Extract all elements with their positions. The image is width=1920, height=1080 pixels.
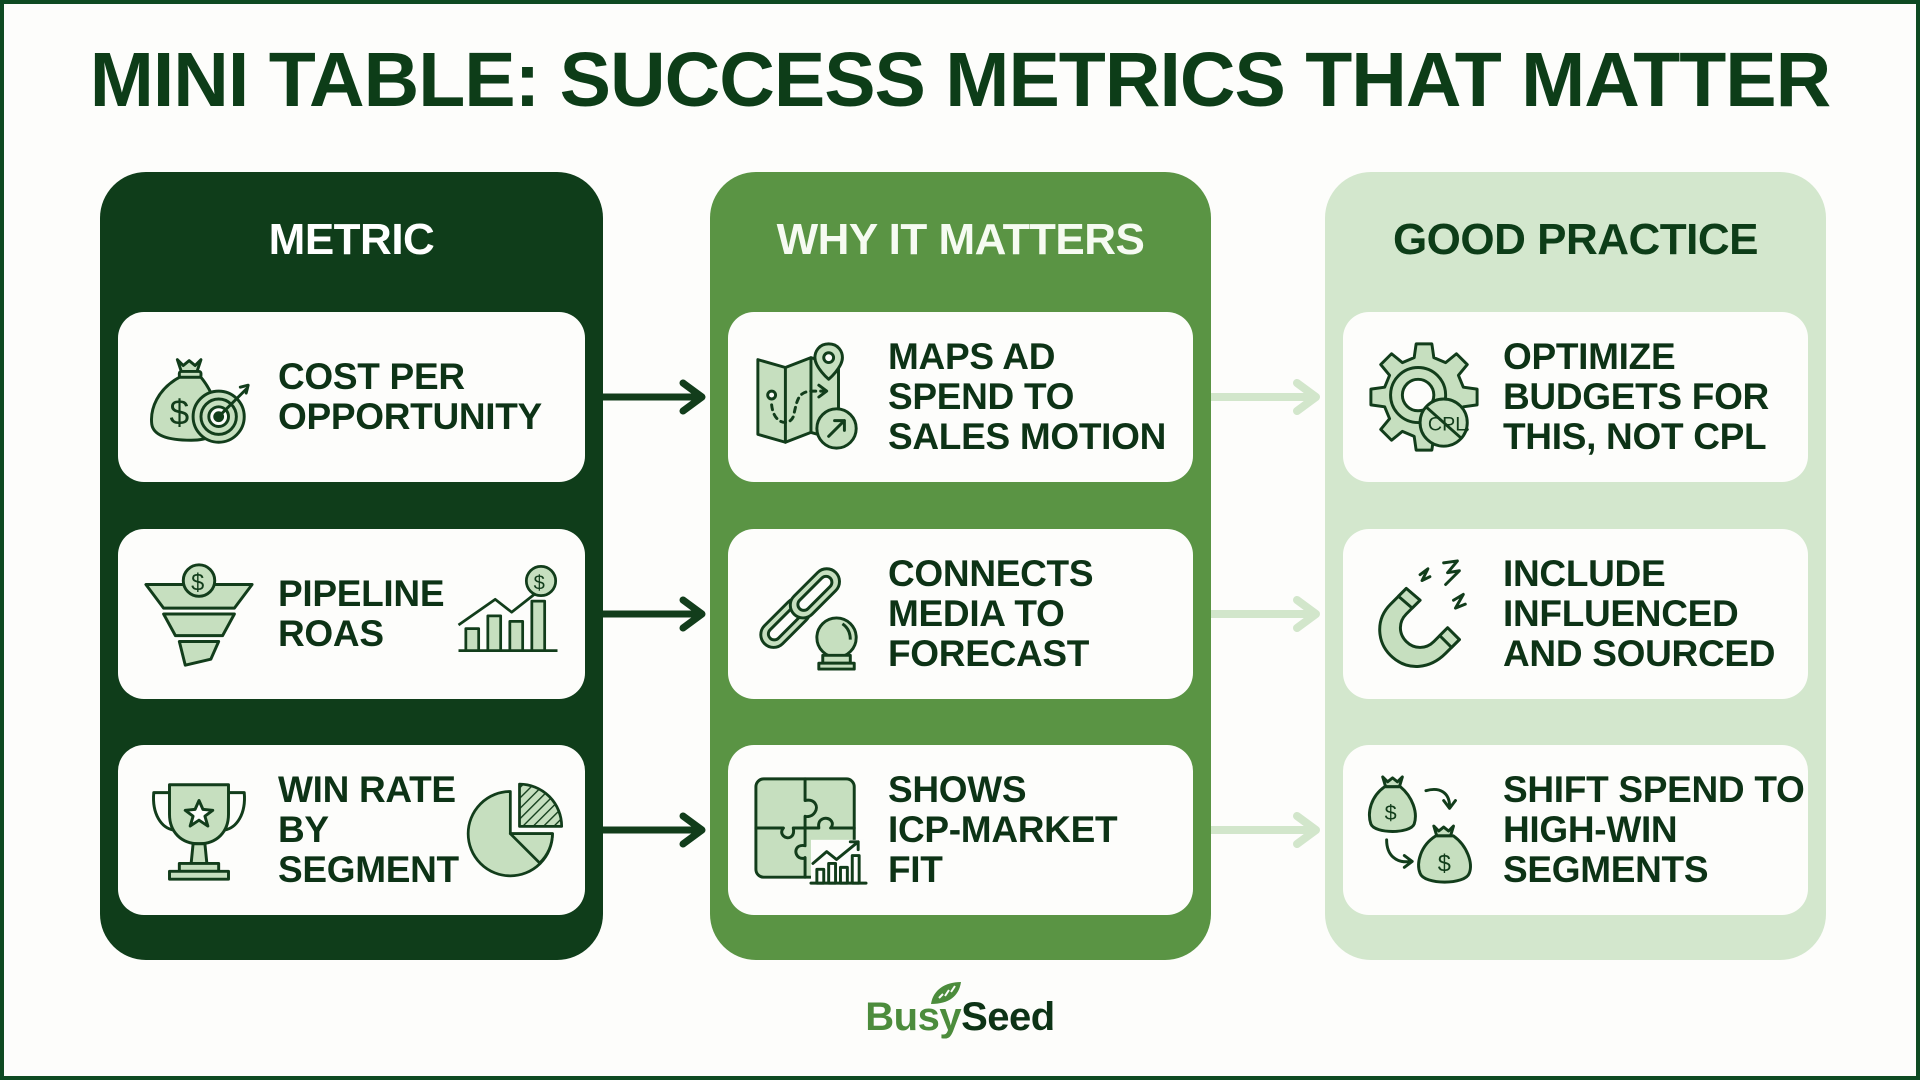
svg-text:$: $: [1438, 851, 1451, 877]
page-title: MINI TABLE: SUCCESS METRICS THAT MATTER: [89, 37, 1831, 123]
why-card-connects-media: CONNECTS MEDIA TO FORECAST: [728, 529, 1193, 699]
metric-text: PIPELINE ROAS: [278, 573, 445, 654]
why-text: MAPS AD SPEND TO SALES MOTION: [888, 336, 1167, 457]
metric-card-pipeline-roas: $ PIPELINE ROAS $: [118, 529, 585, 699]
column-header-good-practice: GOOD PRACTICE: [1392, 215, 1759, 264]
chain-link-crystal-ball-icon: [750, 555, 868, 673]
arrow-row1-metric-to-why: [603, 377, 710, 417]
practice-text: SHIFT SPEND TO HIGH-WIN SEGMENTS: [1503, 769, 1805, 890]
why-text: SHOWS ICP-MARKET FIT: [888, 769, 1118, 890]
arrow-row3-why-to-practice: [1211, 810, 1325, 850]
pie-chart-icon: [459, 775, 569, 885]
svg-text:$: $: [534, 572, 545, 594]
trophy-icon: [140, 771, 258, 889]
metric-text: WIN RATE BY SEGMENT: [278, 769, 459, 890]
practice-text: OPTIMIZE BUDGETS FOR THIS, NOT CPL: [1503, 336, 1769, 457]
arrow-row2-why-to-practice: [1211, 594, 1325, 634]
magnet-icon: [1365, 555, 1483, 673]
logo-seed-text: Seed: [961, 995, 1055, 1039]
svg-text:CPL: CPL: [1428, 413, 1466, 435]
practice-text: INCLUDE INFLUENCED AND SOURCED: [1503, 553, 1776, 674]
why-card-maps-ad-spend: MAPS AD SPEND TO SALES MOTION: [728, 312, 1193, 482]
metric-text: COST PER OPPORTUNITY: [278, 356, 542, 437]
why-text: CONNECTS MEDIA TO FORECAST: [888, 553, 1094, 674]
arrow-row3-metric-to-why: [603, 810, 710, 850]
column-header-why-it-matters: WHY IT MATTERS: [776, 215, 1145, 264]
arrow-row2-metric-to-why: [603, 594, 710, 634]
map-route-icon: [750, 338, 868, 456]
practice-card-include-influenced: INCLUDE INFLUENCED AND SOURCED: [1343, 529, 1808, 699]
practice-card-optimize-budgets: CPL OPTIMIZE BUDGETS FOR THIS, NOT CPL: [1343, 312, 1808, 482]
metric-card-cost-per-opportunity: $ COST PER OPPORTUNITY: [118, 312, 585, 482]
column-why-it-matters: WHY IT MATTERS MAPS AD SPEND TO SALES MO…: [710, 172, 1211, 960]
money-bags-shift-icon: $ $: [1365, 771, 1483, 889]
logo-busy-text: Busy: [865, 995, 962, 1039]
gear-cpl-icon: CPL: [1365, 338, 1483, 456]
arrow-row1-why-to-practice: [1211, 377, 1325, 417]
column-metric: METRIC $ COST PER OPPORTUNITY: [100, 172, 603, 960]
svg-text:$: $: [170, 393, 190, 433]
metric-card-win-rate-by-segment: WIN RATE BY SEGMENT: [118, 745, 585, 915]
svg-text:$: $: [191, 570, 204, 596]
money-bag-target-icon: $: [140, 338, 258, 456]
busyseed-logo: BusySeed: [0, 982, 1920, 1042]
column-header-metric: METRIC: [268, 215, 435, 264]
funnel-dollar-icon: $: [140, 555, 258, 673]
why-card-shows-icp-market-fit: SHOWS ICP-MARKET FIT: [728, 745, 1193, 915]
bar-chart-dollar-icon: $: [453, 559, 563, 669]
practice-card-shift-spend: $ $ SHIFT SPEND TO HIGH-WIN SEGMENTS: [1343, 745, 1808, 915]
svg-text:$: $: [1385, 800, 1397, 825]
puzzle-chart-icon: [750, 771, 868, 889]
column-good-practice: GOOD PRACTICE CPL OPTIMIZE BUDGETS FOR T…: [1325, 172, 1826, 960]
leaf-icon: [931, 982, 961, 1004]
